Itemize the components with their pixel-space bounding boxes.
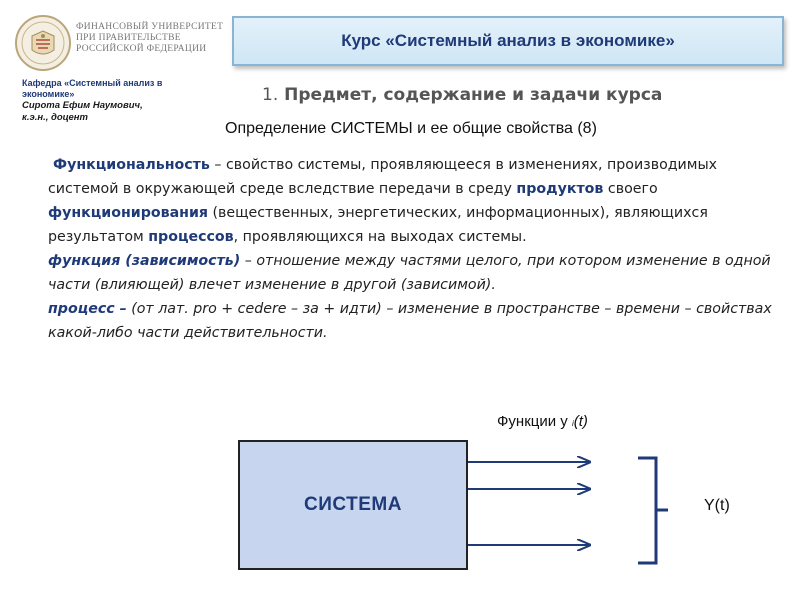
functions-subscript: i [571,419,574,428]
term-products: продуктов [516,181,604,197]
functions-arg: (t) [573,413,588,430]
text-segment: , проявляющихся на выходах системы. [233,229,527,245]
system-box: СИСТЕМА [238,440,468,570]
term-processes: процессов [148,229,234,245]
term-functioning: функционирования [48,205,209,221]
function-definition-text: – отношение между частями целого, при ко… [48,253,771,293]
slide-subtitle: Определение СИСТЕМЫ и ее общие свойства … [225,120,597,137]
output-brace [638,456,668,565]
university-name: ФИНАНСОВЫЙ УНИВЕРСИТЕТ ПРИ ПРАВИТЕЛЬСТВЕ… [76,22,226,55]
university-name-line: ФИНАНСОВЫЙ УНИВЕРСИТЕТ [76,22,224,32]
university-logo-emblem [15,15,71,71]
author-name: Сирота Ефим Наумович, [22,100,143,111]
course-title: Курс «Системный анализ в экономике» [341,31,675,50]
process-definition: процесс – (от лат. pro + cedere – за + и… [48,297,776,345]
author-info: Сирота Ефим Наумович, к.э.н., доцент [22,100,202,124]
function-definition: функция (зависимость) – отношение между … [48,249,776,297]
term-process: процесс – [48,301,127,317]
functionality-paragraph: Функциональность – свойство системы, про… [48,153,776,249]
section-heading: 1. Предмет, содержание и задачи курса [262,85,762,105]
text-segment: – свойство системы, проявляющееся в изме… [48,157,718,197]
author-degree: к.э.н., доцент [22,112,88,123]
university-name-line: ПРИ ПРАВИТЕЛЬСТВЕ [76,33,181,43]
text-segment: своего [603,181,658,197]
university-name-line: РОССИЙСКОЙ ФЕДЕРАЦИИ [76,44,207,54]
term-functionality: Функциональность [53,157,210,173]
functions-label: Функции y i(t) [497,413,588,430]
functions-label-text: Функции y [497,413,568,430]
system-label: СИСТЕМА [304,494,402,515]
section-number: 1. [262,85,279,105]
department-name: Кафедра «Системный анализ в экономике» [22,78,163,99]
text-segment: (вещественных, энергетических, информаци… [48,205,708,245]
definitions-body: Функциональность – свойство системы, про… [48,153,776,345]
section-title: Предмет, содержание и задачи курса [284,85,663,105]
term-function: функция (зависимость) [48,253,241,269]
course-title-banner: Курс «Системный анализ в экономике» [232,16,784,66]
output-label: Y(t) [704,497,730,514]
process-definition-text: (от лат. pro + cedere – за + идти) – изм… [48,301,772,341]
